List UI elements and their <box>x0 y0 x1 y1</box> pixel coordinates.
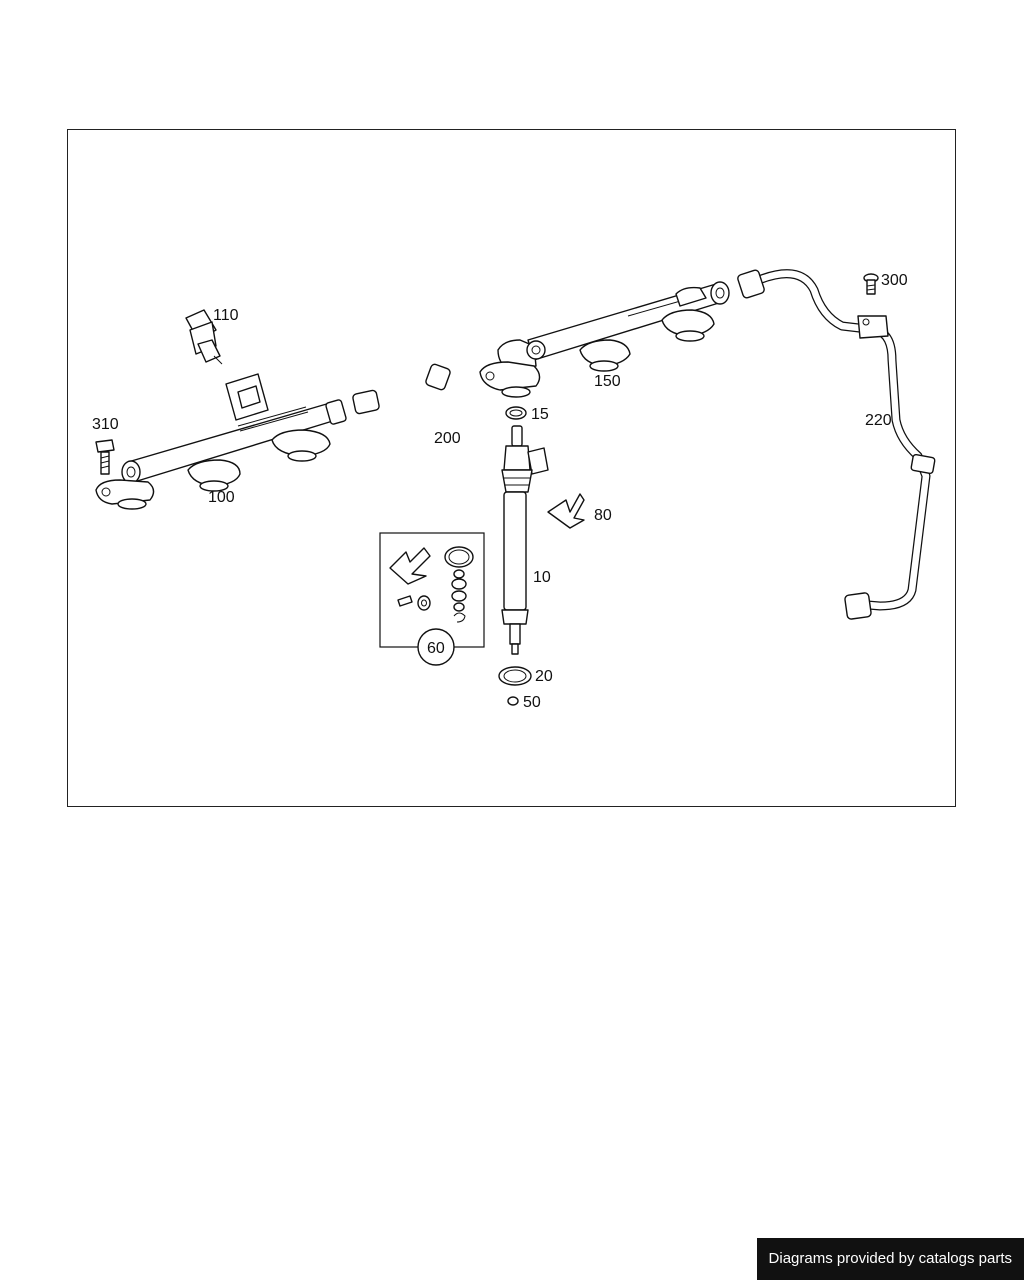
seal-kit-60-part[interactable] <box>379 532 485 666</box>
label-80: 80 <box>594 507 612 524</box>
fuel-line-220-part[interactable] <box>737 269 936 620</box>
injector-10-part[interactable] <box>501 425 549 655</box>
label-15: 15 <box>531 406 549 423</box>
ring-50-part[interactable] <box>507 696 519 706</box>
clamp-80-part[interactable] <box>547 493 585 529</box>
seal-20-part[interactable] <box>498 666 532 686</box>
label-100: 100 <box>208 489 235 506</box>
label-110: 110 <box>213 307 239 324</box>
label-300: 300 <box>881 272 908 289</box>
pressure-sensor-part[interactable] <box>185 309 223 365</box>
left-fuel-rail-part[interactable] <box>95 373 347 510</box>
seal-15-part[interactable] <box>505 406 527 420</box>
label-60: 60 <box>427 640 445 657</box>
screw-300-part[interactable] <box>863 273 879 295</box>
label-150: 150 <box>594 373 621 390</box>
label-20: 20 <box>535 668 553 685</box>
label-310: 310 <box>92 416 119 433</box>
right-fuel-rail-part[interactable] <box>479 281 730 398</box>
credit-badge: Diagrams provided by catalogs parts <box>756 1238 1024 1280</box>
fuel-line-200-part[interactable] <box>352 363 466 422</box>
label-50: 50 <box>523 694 541 711</box>
label-220: 220 <box>865 412 892 429</box>
label-10: 10 <box>533 569 551 586</box>
label-200: 200 <box>434 430 461 447</box>
bolt-310-part[interactable] <box>95 439 115 475</box>
